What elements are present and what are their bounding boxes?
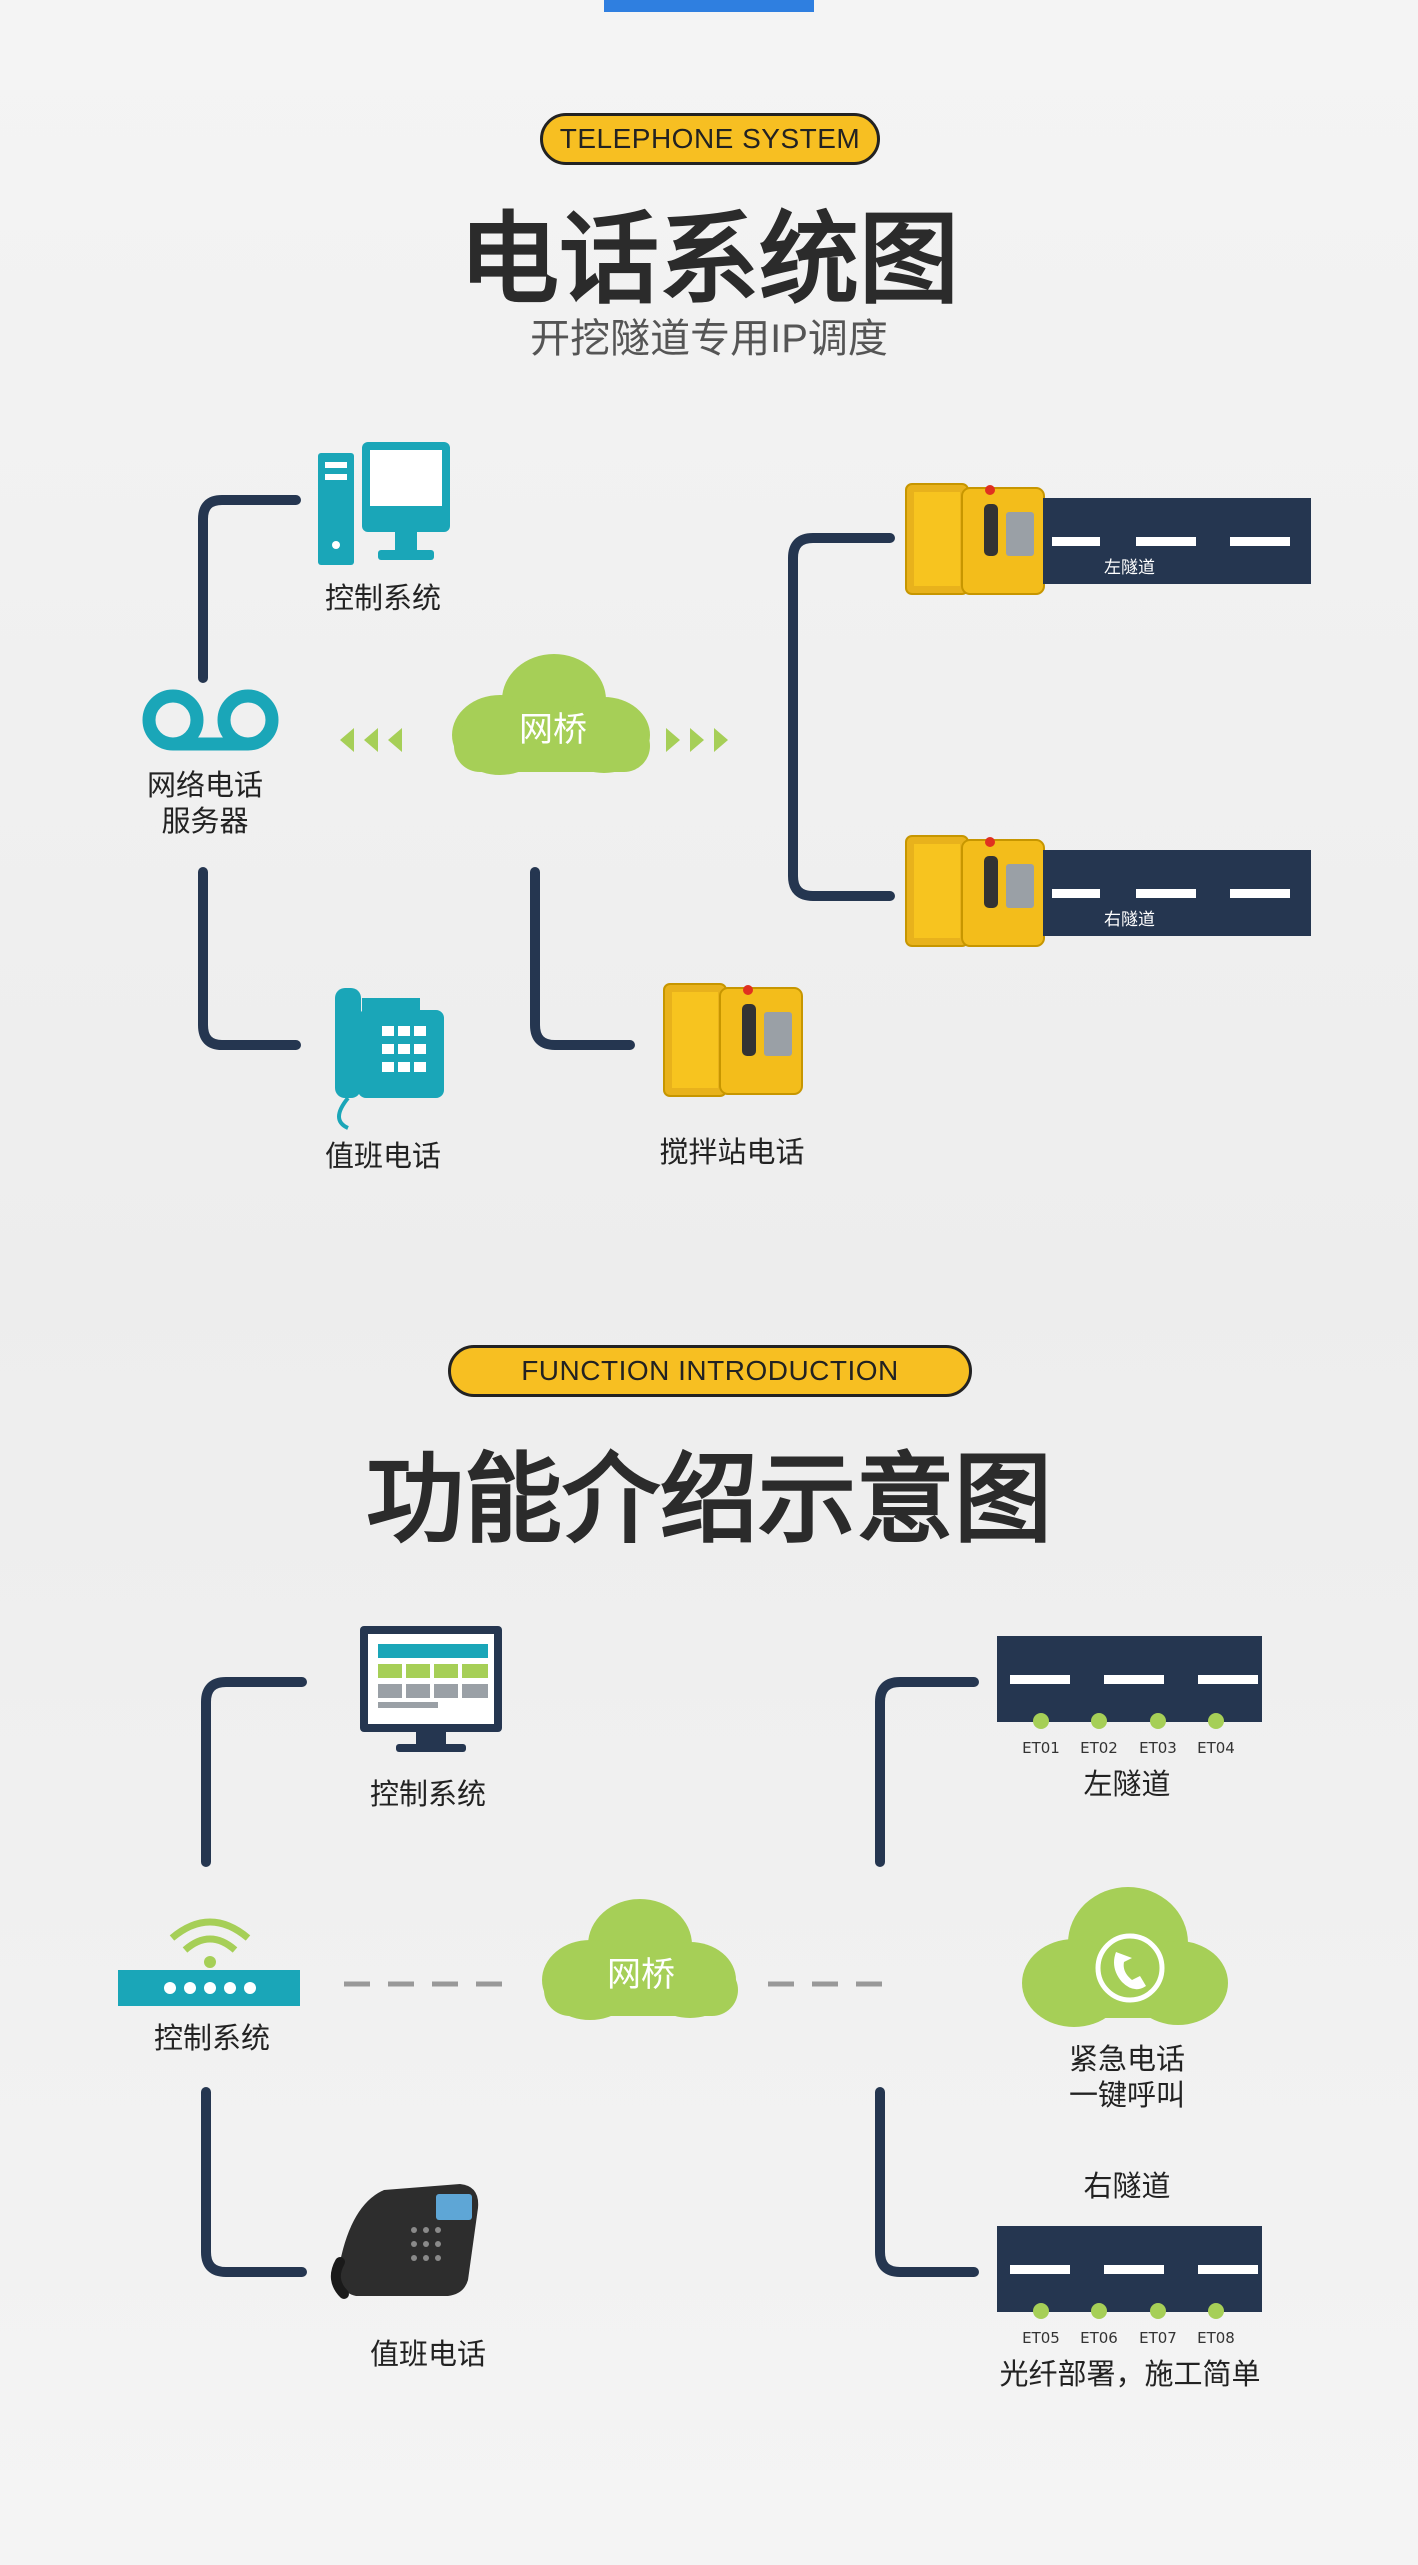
label-right-tunnel: 右隧道	[1104, 910, 1155, 930]
line-right-branch	[788, 533, 895, 901]
point-dot-et08	[1208, 2303, 1224, 2319]
ip-phone-icon	[330, 2184, 479, 2299]
cloud-label-section1: 网桥	[519, 710, 587, 750]
line-router-to-control	[201, 1677, 307, 1867]
right-tunnel-point-dots	[1033, 2303, 1224, 2319]
cloud-icon-section2	[542, 1899, 738, 2020]
point-dot-et03	[1150, 1713, 1166, 1729]
industrial-phone-icon-mixing	[663, 983, 803, 1097]
voicemail-icon	[142, 689, 279, 751]
label-control-system: 控制系统	[324, 581, 441, 615]
left-tunnel-road	[1043, 498, 1311, 584]
label-emergency-line2: 一键呼叫	[1068, 2078, 1185, 2112]
label-left-tunnel: 左隧道	[1104, 558, 1155, 578]
et-label: ET02	[1080, 1739, 1118, 1757]
label-emergency-line1: 紧急电话	[1068, 2042, 1185, 2076]
left-arrows-icon	[340, 728, 402, 752]
et-label: ET05	[1022, 2329, 1060, 2347]
left-tunnel-point-dots	[1033, 1713, 1224, 1729]
section2-tag: FUNCTION INTRODUCTION	[448, 1345, 972, 1397]
industrial-phone-icon-left-tunnel	[905, 483, 1045, 595]
section1-subtitle: 开挖隧道专用IP调度	[530, 317, 888, 361]
label-server-line1: 网络电话	[146, 768, 263, 802]
line-left-tunnel-branch	[875, 1677, 979, 1867]
line-router-to-duty-phone	[201, 2087, 307, 2277]
label-footer: 光纤部署，施工简单	[999, 2357, 1261, 2391]
et-label: ET07	[1139, 2329, 1177, 2347]
et-label: ET08	[1197, 2329, 1235, 2347]
right-arrows-icon	[666, 728, 728, 752]
desk-phone-icon	[335, 988, 444, 1130]
et-label: ET04	[1197, 1739, 1235, 1757]
emergency-cloud-icon	[1022, 1887, 1228, 2027]
point-dot-et02	[1091, 1713, 1107, 1729]
et-label: ET01	[1022, 1739, 1060, 1757]
section1-connector-lines	[198, 495, 895, 1050]
section2-connector-lines	[201, 1677, 979, 2277]
label-mixing-station-phone: 搅拌站电话	[659, 1135, 805, 1169]
line-right-tunnel-branch	[875, 2087, 979, 2277]
point-dot-et05	[1033, 2303, 1049, 2319]
line-server-to-control	[198, 495, 301, 683]
right-tunnel-road	[1043, 850, 1311, 936]
industrial-phone-icon-right-tunnel	[905, 835, 1045, 947]
label-duty-phone-section2: 值班电话	[369, 2337, 486, 2371]
label-control-system-top: 控制系统	[369, 1777, 486, 1811]
line-cloud-to-mixing-phone	[530, 867, 635, 1050]
section2-title: 功能介绍示意图	[365, 1443, 1052, 1557]
cloud-icon-section1	[452, 654, 650, 775]
section2-right-tunnel-road	[997, 2226, 1262, 2312]
point-dot-et06	[1091, 2303, 1107, 2319]
phone-call-icon	[1095, 1933, 1165, 2003]
point-dot-et01	[1033, 1713, 1049, 1729]
point-dot-et04	[1208, 1713, 1224, 1729]
et-label: ET06	[1080, 2329, 1118, 2347]
cloud-label-section2: 网桥	[607, 1955, 675, 1995]
section1-tag: TELEPHONE SYSTEM	[540, 113, 880, 165]
computer-icon	[318, 442, 450, 565]
section1-title: 电话系统图	[459, 201, 959, 318]
label-control-system-router: 控制系统	[153, 2021, 270, 2055]
label-server-line2: 服务器	[161, 804, 249, 838]
line-server-to-duty-phone	[198, 867, 301, 1050]
label-right-tunnel-section2: 右隧道	[1083, 2169, 1171, 2203]
router-wifi-icon	[118, 1918, 300, 2006]
top-accent-bar	[604, 0, 814, 12]
point-dot-et07	[1150, 2303, 1166, 2319]
section2-left-tunnel-road	[997, 1636, 1262, 1722]
label-duty-phone: 值班电话	[324, 1139, 441, 1173]
label-left-tunnel-section2: 左隧道	[1083, 1767, 1171, 1801]
monitor-icon	[360, 1626, 502, 1752]
et-label: ET03	[1139, 1739, 1177, 1757]
